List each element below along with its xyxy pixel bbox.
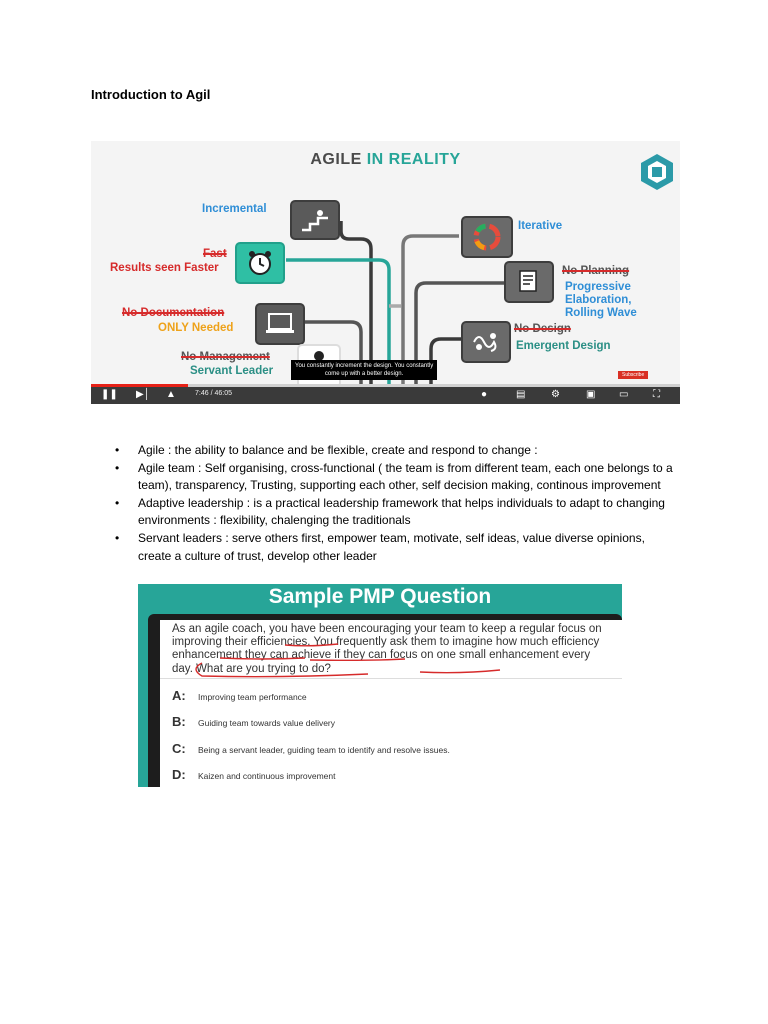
label-progressive: Progressive xyxy=(565,281,631,293)
video-title-accent: IN REALITY xyxy=(366,151,461,168)
label-no-planning: No Planning xyxy=(562,265,630,277)
caption-line-2: come up with a better design. xyxy=(324,371,404,377)
fullscreen-icon[interactable]: ⛶ xyxy=(653,389,660,400)
caption-line-1: You constantly increment the design. You… xyxy=(295,363,434,369)
list-item: Agile team : Self organising, cross-func… xyxy=(115,460,675,495)
option-c: C: Being a servant leader, guiding team t… xyxy=(172,741,450,756)
agile-in-reality-video[interactable]: AGILE IN REALITY xyxy=(91,141,680,404)
label-elaboration: Elaboration, xyxy=(565,294,632,306)
option-letter: C: xyxy=(172,741,186,756)
agile-notes-list: Agile : the ability to balance and be fl… xyxy=(115,442,675,565)
label-iterative: Iterative xyxy=(518,220,563,232)
iterative-cycle-icon xyxy=(461,216,513,258)
option-text: Being a servant leader, guiding team to … xyxy=(198,745,450,755)
subscribe-button[interactable]: Subscribe xyxy=(618,371,649,379)
divider xyxy=(160,678,622,679)
next-icon[interactable]: ▶│ xyxy=(136,389,150,400)
option-a: A: Improving team performance xyxy=(172,688,307,703)
planning-document-icon xyxy=(504,261,554,303)
document-title: Introduction to Agil xyxy=(91,87,211,102)
question-card: As an agile coach, you have been encoura… xyxy=(160,620,622,787)
miniplayer-icon[interactable]: ▣ xyxy=(586,389,596,400)
handwritten-annotations xyxy=(195,643,501,678)
option-b: B: Guiding team towards value delivery xyxy=(172,714,335,729)
channel-logo-icon xyxy=(641,154,673,190)
captions-icon[interactable]: ▤ xyxy=(516,389,526,400)
list-item: Agile : the ability to balance and be fl… xyxy=(115,442,675,460)
settings-gear-icon[interactable]: ⚙ xyxy=(551,389,560,400)
pmp-title: Sample PMP Question xyxy=(268,585,492,608)
option-letter: A: xyxy=(172,688,186,703)
video-controls: ❚❚ ▶│ ▲ 7:46 / 46:05 ● ▤ ⚙ ▣ ▭ ⛶ xyxy=(91,387,680,404)
label-no-design: No Design xyxy=(514,323,571,335)
option-letter: B: xyxy=(172,714,186,729)
video-time: 7:46 / 46:05 xyxy=(195,390,232,397)
question-text: As an agile coach, you have been encoura… xyxy=(172,623,602,675)
option-text: Guiding team towards value delivery xyxy=(198,718,336,728)
video-title: AGILE IN REALITY xyxy=(91,151,680,169)
label-servant-leader: Servant Leader xyxy=(190,365,274,377)
sample-pmp-question-image: Sample PMP Question As an agile coach, y… xyxy=(138,584,622,787)
volume-icon[interactable]: ▲ xyxy=(166,389,176,400)
option-letter: D: xyxy=(172,767,186,782)
video-caption: You constantly increment the design. You… xyxy=(291,360,438,380)
label-emergent-design: Emergent Design xyxy=(516,340,611,352)
option-text: Improving team performance xyxy=(198,692,307,702)
laptop-document-icon xyxy=(255,303,305,345)
list-item: Adaptive leadership : is a practical lea… xyxy=(115,495,675,530)
pause-icon[interactable]: ❚❚ xyxy=(101,389,118,400)
label-fast: Fast xyxy=(203,248,227,260)
label-rolling-wave: Rolling Wave xyxy=(565,307,637,319)
label-incremental: Incremental xyxy=(202,203,267,215)
autoplay-toggle-icon[interactable]: ● xyxy=(481,389,488,400)
alarm-clock-icon xyxy=(235,242,285,284)
label-no-management: No Management xyxy=(181,351,270,363)
video-title-main: AGILE xyxy=(310,151,362,168)
label-results-seen-faster: Results seen Faster xyxy=(110,262,219,274)
label-only-needed: ONLY Needed xyxy=(158,322,234,334)
emergent-design-icon xyxy=(461,321,511,363)
label-no-documentation: No Documentation xyxy=(122,307,225,319)
option-d: D: Kaizen and continuous improvement xyxy=(172,767,336,782)
option-text: Kaizen and continuous improvement xyxy=(198,771,336,781)
theater-mode-icon[interactable]: ▭ xyxy=(619,389,629,400)
list-item: Servant leaders : serve others first, em… xyxy=(115,530,675,565)
video-progress-fill xyxy=(91,384,189,387)
stairs-icon xyxy=(290,200,340,240)
video-progress-bar[interactable] xyxy=(91,384,680,387)
